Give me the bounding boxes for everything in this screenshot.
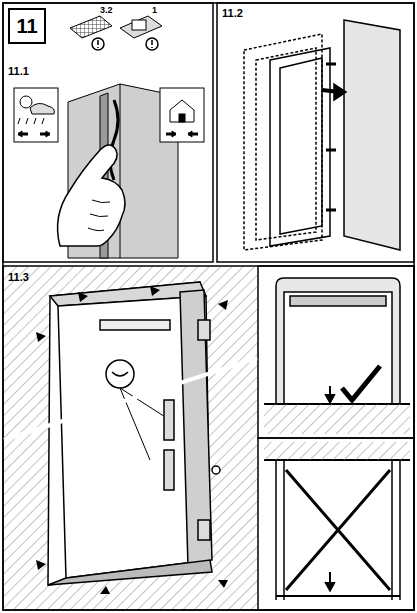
figure-number: 11.2 (222, 8, 243, 19)
frame-profile (14, 84, 204, 258)
mounted-frame (4, 282, 257, 585)
frame-insertion (244, 20, 400, 250)
step-number-box: 11 (8, 8, 46, 44)
wrong-installation (264, 442, 410, 600)
warning-icons (70, 16, 162, 50)
reference-number: 1 (152, 6, 157, 15)
outer-frame (3, 3, 414, 610)
push-arrows (36, 286, 228, 594)
figure-number: 11.3 (8, 272, 29, 283)
figure-number: 11.1 (8, 66, 29, 77)
reference-number: 3.2 (100, 6, 113, 15)
step-number: 11 (16, 16, 37, 36)
correct-installation (264, 278, 410, 434)
